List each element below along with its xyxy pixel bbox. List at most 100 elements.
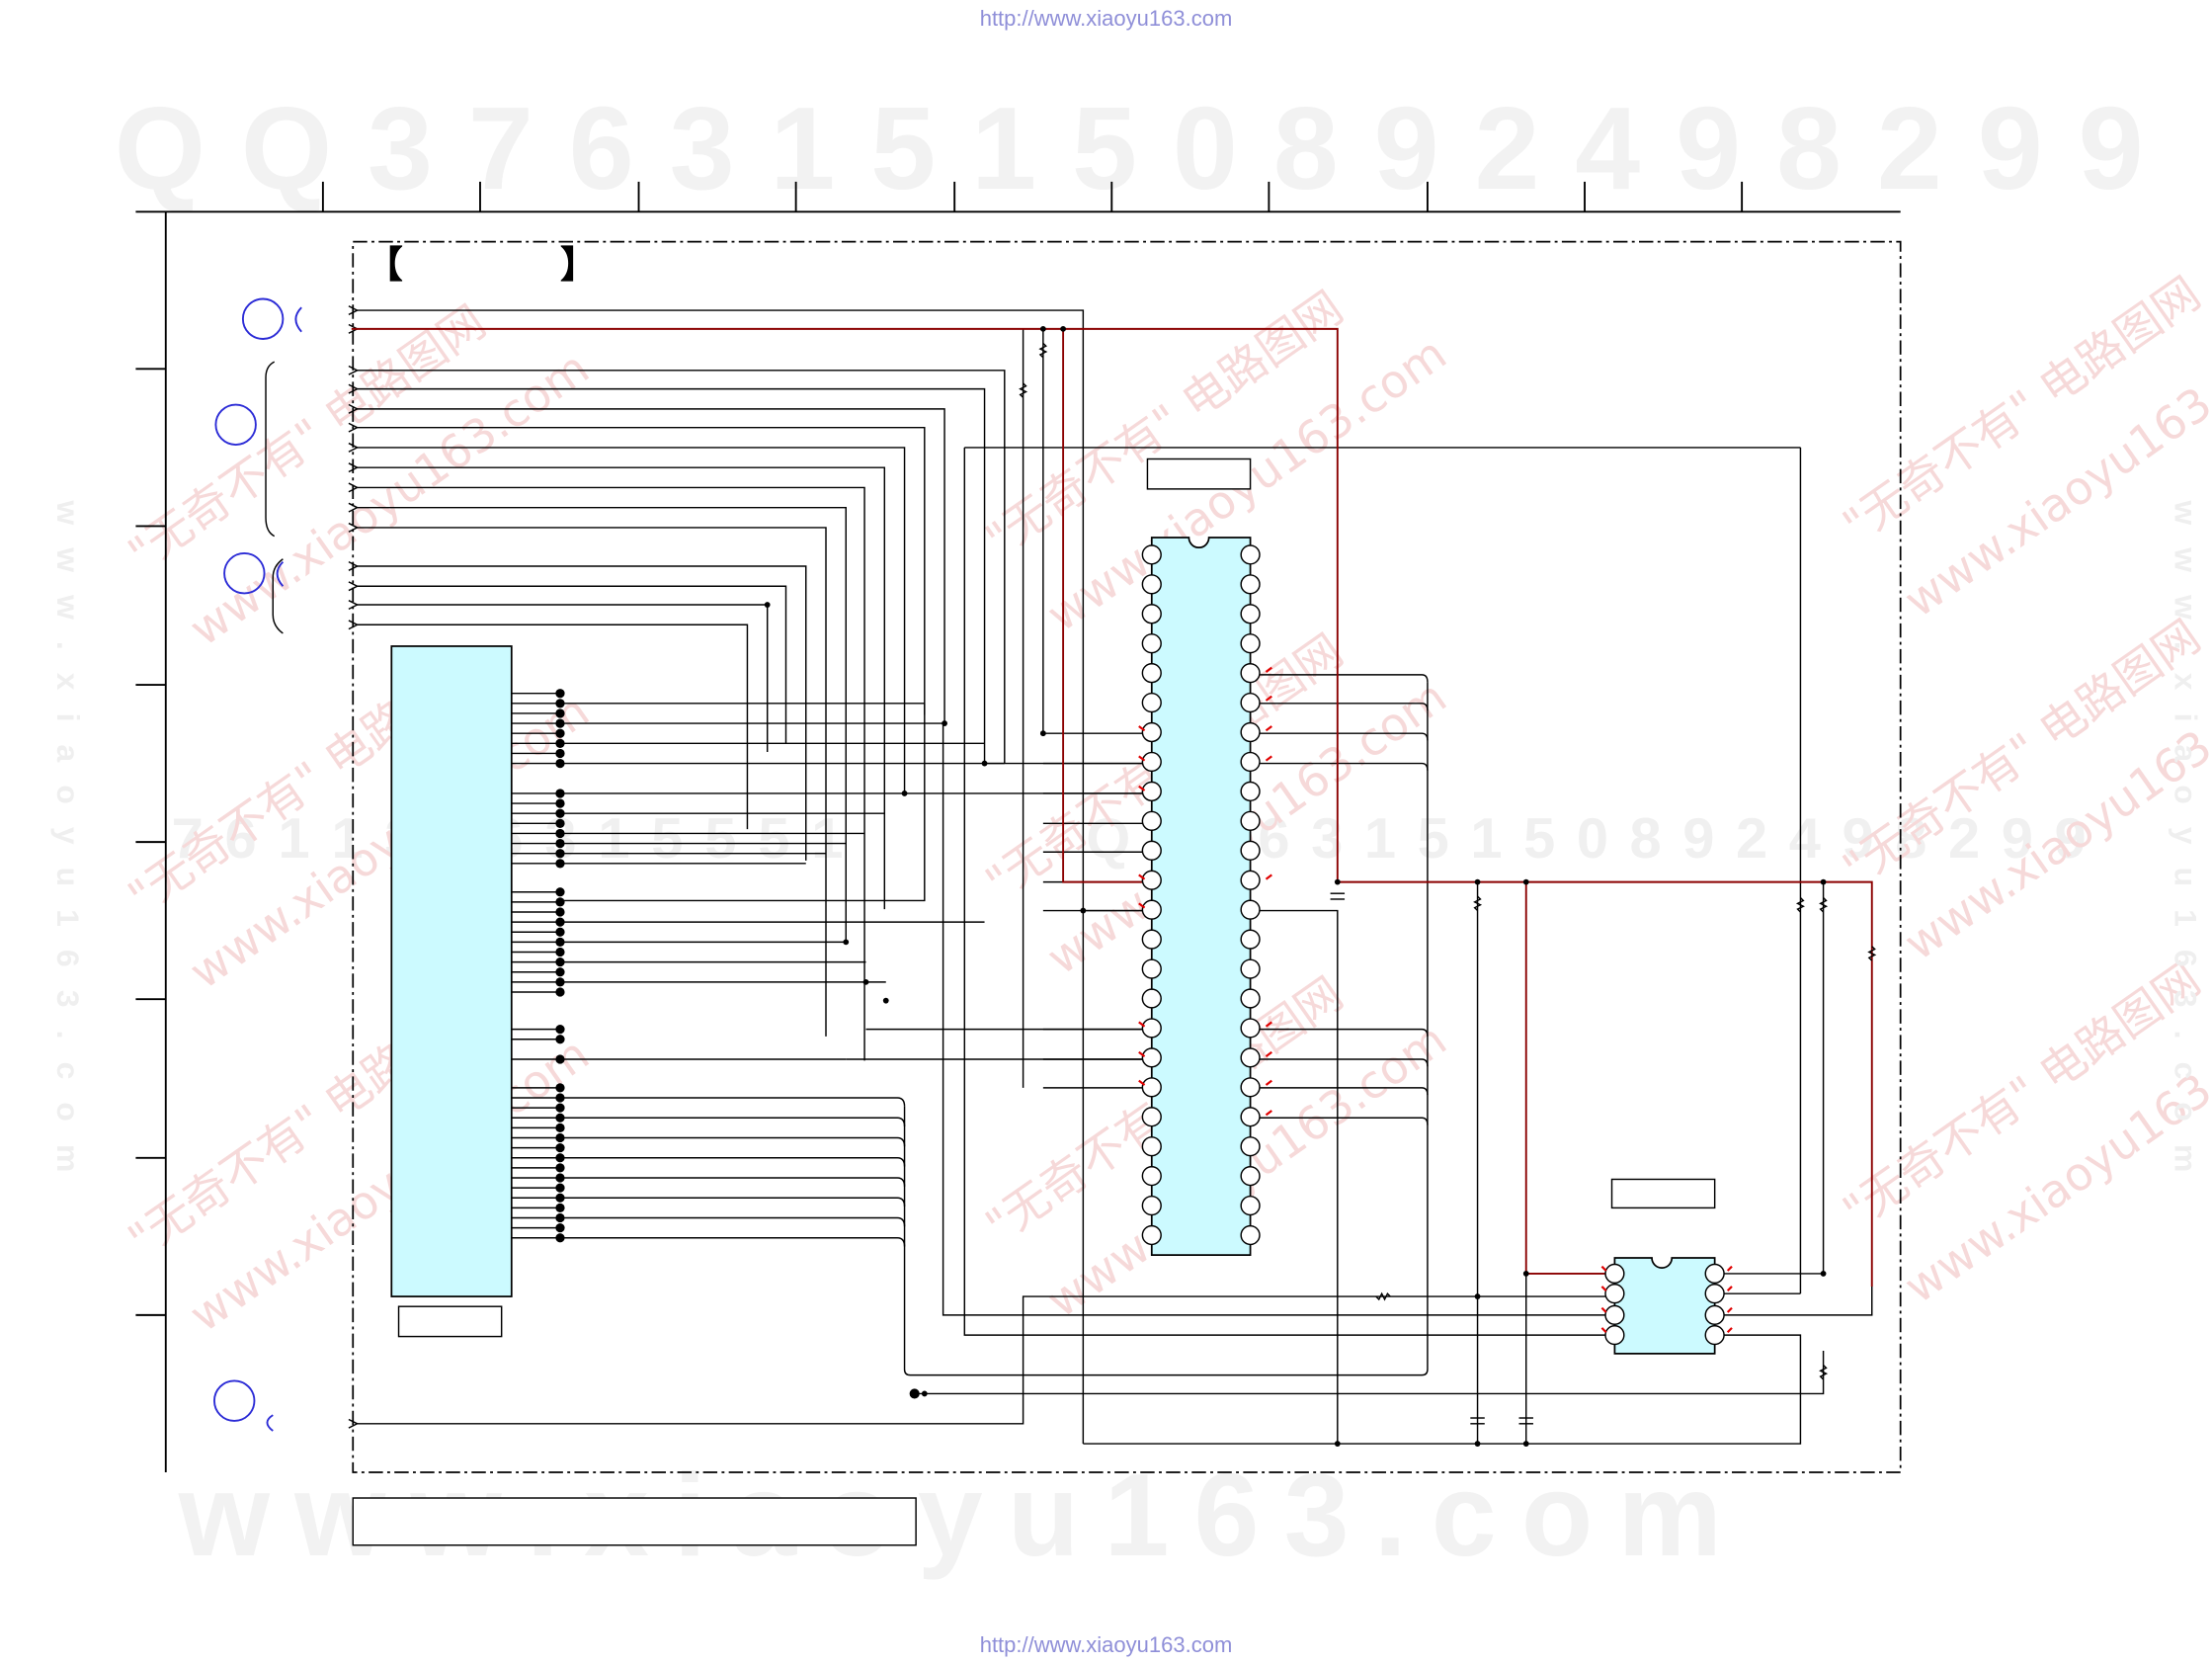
pin-arrow <box>1726 1265 1733 1272</box>
main-ic-pin-right <box>1240 1107 1261 1127</box>
main-ic-pin-right <box>1240 1136 1261 1157</box>
junction-dot <box>555 728 565 738</box>
small-ic-pin-left <box>1604 1304 1625 1326</box>
wire <box>357 1295 1615 1425</box>
junction-dot <box>1820 1271 1827 1277</box>
module-reference-box <box>397 1305 503 1338</box>
junction-dot <box>1060 325 1067 332</box>
junction-dot <box>555 967 565 977</box>
main-ic-pin-left <box>1141 604 1162 624</box>
resistor <box>1819 897 1829 913</box>
main-ic-pin-right <box>1240 721 1261 743</box>
main-ic-pin-left <box>1141 544 1162 565</box>
junction-dot <box>555 907 565 917</box>
small-ic-pin-right <box>1704 1325 1725 1346</box>
junction-dot <box>555 1163 565 1173</box>
wire <box>914 1351 1825 1395</box>
component-layer <box>1019 342 1877 1425</box>
pin-arrow <box>1138 1021 1146 1028</box>
connector-circle-3 <box>223 552 266 595</box>
junction-dot <box>555 798 565 808</box>
wire <box>1524 881 1615 1275</box>
junction-dot <box>555 897 565 907</box>
junction-dot <box>981 760 988 767</box>
wire <box>1714 881 1825 1275</box>
pin-arrow <box>1138 725 1146 732</box>
main-ic-pin-left <box>1141 721 1162 743</box>
main-ic-pin-right <box>1240 1047 1261 1068</box>
wire <box>942 723 1615 1316</box>
wire <box>1250 909 1339 1445</box>
junction-dot <box>1474 1441 1481 1447</box>
main-ic-pin-right <box>1240 751 1261 773</box>
connector-circle-1 <box>241 297 285 340</box>
main-ic-pin-left <box>1141 1166 1162 1187</box>
wire <box>1250 1117 1429 1125</box>
junction-dot <box>1474 878 1481 885</box>
pin-arrow <box>1600 1265 1607 1272</box>
board-title-close: 】 <box>560 244 598 286</box>
wire <box>559 1157 906 1167</box>
main-ic <box>1150 537 1252 1256</box>
pin-arrow <box>1265 1110 1272 1117</box>
main-ic-pin-left <box>1141 870 1162 890</box>
resistor <box>1819 1364 1829 1380</box>
small-ic-pin-left <box>1604 1263 1625 1285</box>
junction-dot <box>555 718 565 728</box>
junction-dot <box>942 720 947 726</box>
junction-dot <box>1820 878 1827 885</box>
wire <box>1714 1286 1873 1316</box>
main-ic-pin-right <box>1240 1077 1261 1098</box>
junction-dot <box>555 1223 565 1233</box>
junction-dot <box>555 748 565 759</box>
footer-url[interactable]: http://www.xiaoyu163.com <box>979 1632 1233 1657</box>
pin-arrow <box>1265 1079 1272 1086</box>
main-ic-pin-left <box>1141 840 1162 861</box>
main-ic-pin-right <box>1240 604 1261 624</box>
grid-ticks <box>135 181 1744 1316</box>
junction-dot <box>555 1183 565 1193</box>
junction-dot <box>909 1388 920 1399</box>
junction-dot <box>843 939 850 946</box>
junction-dot <box>1039 325 1046 332</box>
connector-braces <box>265 361 284 634</box>
junction-dot <box>555 917 565 927</box>
junction-dot <box>555 808 565 818</box>
connector-circle-2 <box>214 403 257 446</box>
wire <box>357 486 865 1061</box>
pin-arrow <box>1138 902 1146 909</box>
junction-dot <box>1474 1293 1481 1299</box>
main-ic-pin-right <box>1240 1166 1261 1187</box>
wire <box>357 466 886 910</box>
main-ic-pin-right <box>1240 544 1261 565</box>
pin-arrow <box>1265 755 1272 762</box>
main-ic-pin-right <box>1240 633 1261 654</box>
small-ic-pin-right <box>1704 1284 1725 1304</box>
junction-dot <box>1522 878 1529 885</box>
small-ic-pins <box>1600 1263 1733 1346</box>
junction-dot <box>555 887 565 897</box>
junction-dot <box>555 1193 565 1203</box>
junction-dot <box>555 1123 565 1133</box>
note-box <box>352 1497 917 1546</box>
ic-reference-box-small <box>1610 1178 1716 1209</box>
junction-dot <box>555 947 565 957</box>
wire <box>1062 328 1152 883</box>
wire <box>559 1136 906 1147</box>
main-ic-pin-right <box>1240 692 1261 713</box>
junction-dot <box>555 987 565 997</box>
junction-dot <box>555 838 565 849</box>
header-url[interactable]: http://www.xiaoyu163.com <box>979 6 1233 31</box>
main-ic-pin-left <box>1141 988 1162 1009</box>
wire <box>559 1237 906 1247</box>
wire-layer <box>348 305 1873 1445</box>
junction-layer <box>555 325 1827 1447</box>
main-ic-pin-left <box>1141 633 1162 654</box>
pin-arrow <box>1265 725 1272 732</box>
junction-dot <box>555 758 565 769</box>
wire <box>357 426 926 715</box>
wire <box>357 565 807 861</box>
main-ic-pin-right <box>1240 1018 1261 1039</box>
resistor <box>1795 897 1805 913</box>
